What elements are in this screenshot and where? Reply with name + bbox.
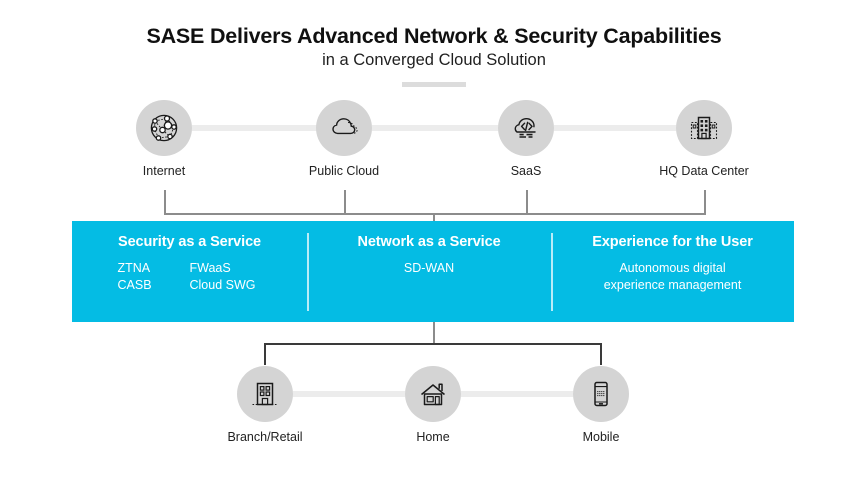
- rail-publiccloud-saas: [372, 125, 498, 131]
- node-saas[interactable]: SaaS: [498, 100, 554, 178]
- column-heading: Network as a Service: [357, 234, 501, 250]
- node-hq-data-center[interactable]: HQ Data Center: [659, 100, 749, 178]
- node-label: Public Cloud: [308, 164, 380, 178]
- smartphone-icon: [573, 366, 629, 422]
- node-label: Mobile: [582, 430, 620, 444]
- cloud-icon: [316, 100, 372, 156]
- cloud-code-icon: [498, 100, 554, 156]
- top-bus-line: [164, 213, 706, 215]
- panel-column-experience: Experience for the User Autonomous digit…: [551, 221, 794, 322]
- node-label: Home: [416, 430, 450, 444]
- service-tag: SD-WAN: [403, 261, 455, 275]
- rail-branch-home: [293, 391, 405, 397]
- rail-home-mobile: [461, 391, 573, 397]
- panel-column-network: Network as a Service SD-WAN: [307, 221, 551, 322]
- node-label: SaaS: [510, 164, 542, 178]
- drop-line-mobile: [600, 343, 602, 365]
- service-text-line: Autonomous digital: [619, 261, 726, 275]
- top-bus-stub-to-panel: [433, 213, 435, 223]
- office-building-icon: [237, 366, 293, 422]
- node-public-cloud[interactable]: Public Cloud: [309, 100, 379, 178]
- house-icon: [405, 366, 461, 422]
- panel-divider-2: [551, 233, 553, 311]
- page-subtitle: in a Converged Cloud Solution: [322, 51, 546, 69]
- bottom-bus-line: [264, 343, 602, 345]
- sase-services-panel: Security as a Service ZTNA FWaaS CASB Cl…: [72, 221, 794, 322]
- column-body: Autonomous digital experience management: [551, 260, 794, 294]
- rail-saas-hqdatacenter: [554, 125, 676, 131]
- data-center-building-icon: [676, 100, 732, 156]
- service-tag: CASB: [117, 278, 152, 292]
- node-internet[interactable]: Internet: [136, 100, 192, 178]
- service-text-line: experience management: [603, 278, 742, 292]
- column-heading: Experience for the User: [592, 234, 753, 250]
- page-title: SASE Delivers Advanced Network & Securit…: [146, 24, 722, 48]
- rail-internet-publiccloud: [192, 125, 324, 131]
- node-branch-retail[interactable]: Branch/Retail: [227, 366, 303, 444]
- drop-line-hq-data-center: [704, 190, 706, 214]
- service-tag: FWaaS: [189, 261, 231, 275]
- service-tag: Cloud SWG: [189, 278, 256, 292]
- node-mobile[interactable]: Mobile: [573, 366, 629, 444]
- column-body: SD-WAN: [307, 260, 551, 277]
- node-home[interactable]: Home: [405, 366, 461, 444]
- drop-line-public-cloud: [344, 190, 346, 214]
- drop-line-internet: [164, 190, 166, 214]
- node-label: HQ Data Center: [659, 164, 749, 178]
- panel-stub-to-bottom-bus: [433, 322, 435, 344]
- panel-column-security: Security as a Service ZTNA FWaaS CASB Cl…: [72, 221, 307, 322]
- service-tag: ZTNA: [117, 261, 151, 275]
- node-label: Branch/Retail: [227, 430, 303, 444]
- node-label: Internet: [142, 164, 186, 178]
- network-globe-icon: [136, 100, 192, 156]
- panel-divider-1: [307, 233, 309, 311]
- title-divider-rule: [402, 82, 466, 87]
- column-body: ZTNA FWaaS CASB Cloud SWG: [72, 260, 307, 294]
- column-heading: Security as a Service: [118, 234, 261, 250]
- drop-line-branch-retail: [264, 343, 266, 365]
- drop-line-saas: [526, 190, 528, 214]
